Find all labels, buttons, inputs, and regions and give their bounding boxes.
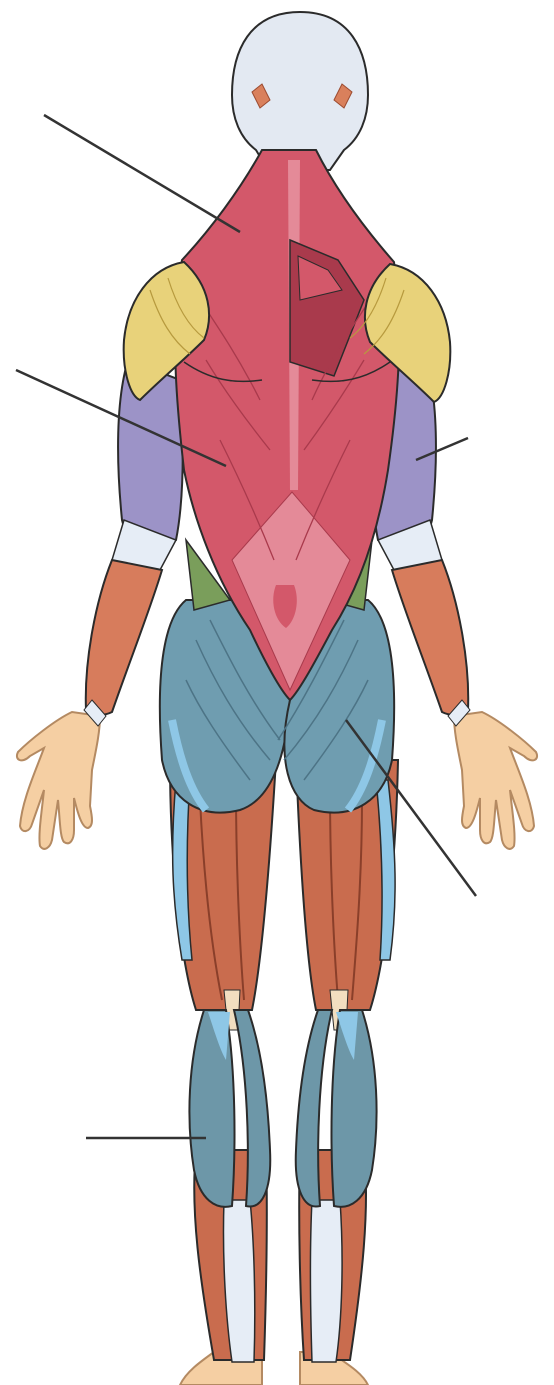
pointer-trapezius: [44, 115, 240, 232]
right-hand: [454, 712, 537, 849]
head: [232, 12, 368, 170]
left-hand: [17, 712, 100, 849]
calves: [189, 1010, 376, 1207]
